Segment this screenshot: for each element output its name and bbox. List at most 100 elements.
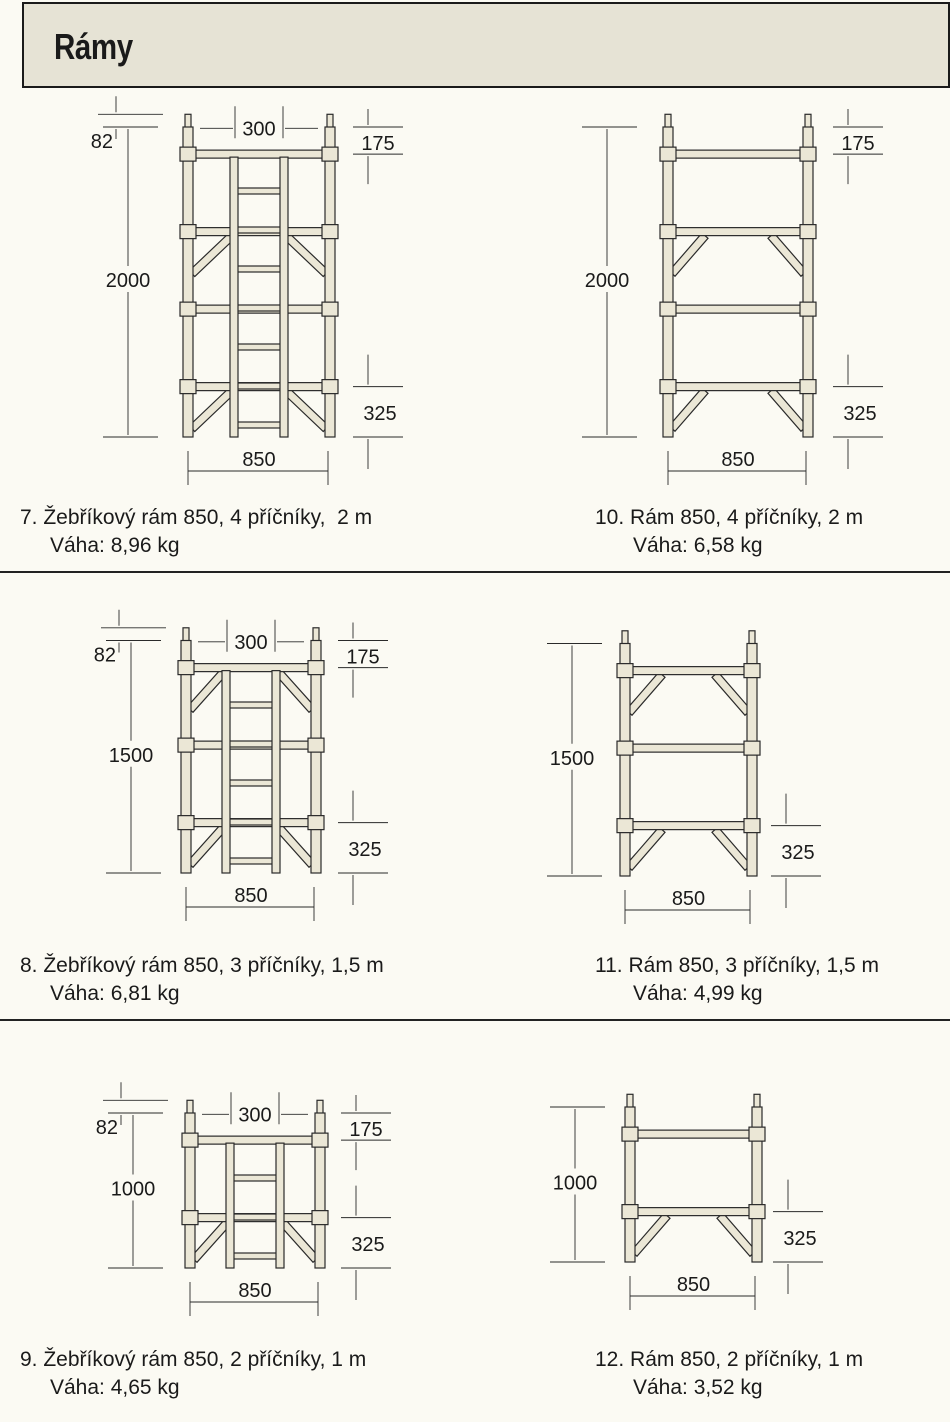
- crossbar: [624, 666, 753, 676]
- crossbar: [667, 304, 809, 314]
- coupler: [307, 815, 325, 831]
- diagonal-brace: [282, 231, 330, 278]
- coupler: [616, 663, 634, 679]
- frame-post: [310, 639, 322, 874]
- divider: [0, 571, 950, 573]
- height-label: 1500: [109, 745, 154, 767]
- ladder-stringer: [279, 156, 289, 438]
- coupler: [321, 224, 339, 240]
- coupler: [659, 224, 677, 240]
- coupler: [799, 224, 817, 240]
- ladder-rung: [236, 421, 282, 429]
- label-bg: [103, 740, 159, 767]
- coupler: [311, 1210, 329, 1226]
- bottom-offset-label: 325: [363, 403, 396, 425]
- top-offset-label: 175: [841, 133, 874, 155]
- frame-post: [662, 126, 674, 438]
- ladder-stringer: [229, 156, 239, 438]
- coupler: [659, 146, 677, 162]
- top-stub-label: 82: [96, 1117, 118, 1139]
- coupler: [799, 301, 817, 317]
- diagonal-brace: [278, 1218, 320, 1264]
- crossbar: [667, 227, 809, 237]
- bottom-offset-label: 325: [781, 842, 814, 864]
- section-header: Rámy: [22, 2, 950, 88]
- coupler: [743, 818, 761, 834]
- divider: [0, 1019, 950, 1021]
- bottom-offset-label: 325: [843, 403, 876, 425]
- width-label: 850: [721, 449, 754, 471]
- coupler: [799, 379, 817, 395]
- coupler: [179, 146, 197, 162]
- diagonal-brace: [711, 826, 752, 872]
- bottom-offset-label: 325: [351, 1234, 384, 1256]
- ladder-rung: [236, 343, 282, 351]
- ladder-rung: [228, 701, 274, 709]
- coupler: [181, 1132, 199, 1148]
- width-label: 850: [242, 449, 275, 471]
- coupler: [748, 1204, 766, 1220]
- diagonal-brace: [186, 823, 228, 869]
- width-label: 850: [238, 1280, 271, 1302]
- ladder-rung: [228, 857, 274, 865]
- coupler: [321, 301, 339, 317]
- diagonal-brace: [190, 1218, 232, 1264]
- top-offset-label: 175: [349, 1119, 382, 1141]
- top-stub-label: 82: [94, 645, 116, 667]
- ladder-rung: [232, 1174, 278, 1182]
- ladder-stringer: [271, 670, 281, 874]
- coupler: [799, 146, 817, 162]
- ladder-width-label: 300: [234, 632, 267, 654]
- coupler: [743, 663, 761, 679]
- ladder-rung: [232, 1213, 278, 1221]
- height-label: 1000: [111, 1179, 156, 1201]
- crossbar: [629, 1129, 758, 1139]
- coupler: [307, 737, 325, 753]
- ladder-rung: [236, 226, 282, 234]
- frame-post: [314, 1112, 326, 1269]
- coupler: [616, 740, 634, 756]
- coupler: [179, 379, 197, 395]
- diagonal-brace: [188, 386, 236, 433]
- coupler: [307, 660, 325, 676]
- coupler: [621, 1204, 639, 1220]
- frame-post: [624, 1106, 636, 1263]
- height-label: 1000: [553, 1173, 598, 1195]
- label-bg: [547, 1168, 603, 1195]
- diagonal-brace: [186, 668, 228, 714]
- crossbar: [189, 1135, 321, 1145]
- height-label: 2000: [585, 270, 630, 292]
- diagonal-brace: [668, 232, 709, 278]
- frame-post: [802, 126, 814, 438]
- crossbar: [667, 382, 809, 392]
- ladder-stringer: [225, 1142, 235, 1269]
- ladder-rung: [236, 265, 282, 273]
- ladder-width-label: 300: [242, 118, 275, 140]
- height-label: 2000: [106, 270, 151, 292]
- frame-post: [184, 1112, 196, 1269]
- coupler: [621, 1126, 639, 1142]
- ladder-rung: [228, 818, 274, 826]
- ladder-width-label: 300: [238, 1104, 271, 1126]
- frame-post: [182, 126, 194, 438]
- coupler: [179, 301, 197, 317]
- coupler: [321, 146, 339, 162]
- label-bg: [544, 743, 600, 770]
- bottom-offset-label: 325: [348, 839, 381, 861]
- ladder-rung: [236, 304, 282, 312]
- frame-post: [619, 642, 631, 877]
- coupler: [321, 379, 339, 395]
- coupler: [659, 301, 677, 317]
- page-title: Rámy: [54, 26, 133, 67]
- ladder-rung: [236, 187, 282, 195]
- top-offset-label: 175: [361, 133, 394, 155]
- ladder-rung: [228, 779, 274, 787]
- diagonal-brace: [625, 671, 666, 717]
- coupler: [311, 1132, 329, 1148]
- coupler: [181, 1210, 199, 1226]
- coupler: [743, 740, 761, 756]
